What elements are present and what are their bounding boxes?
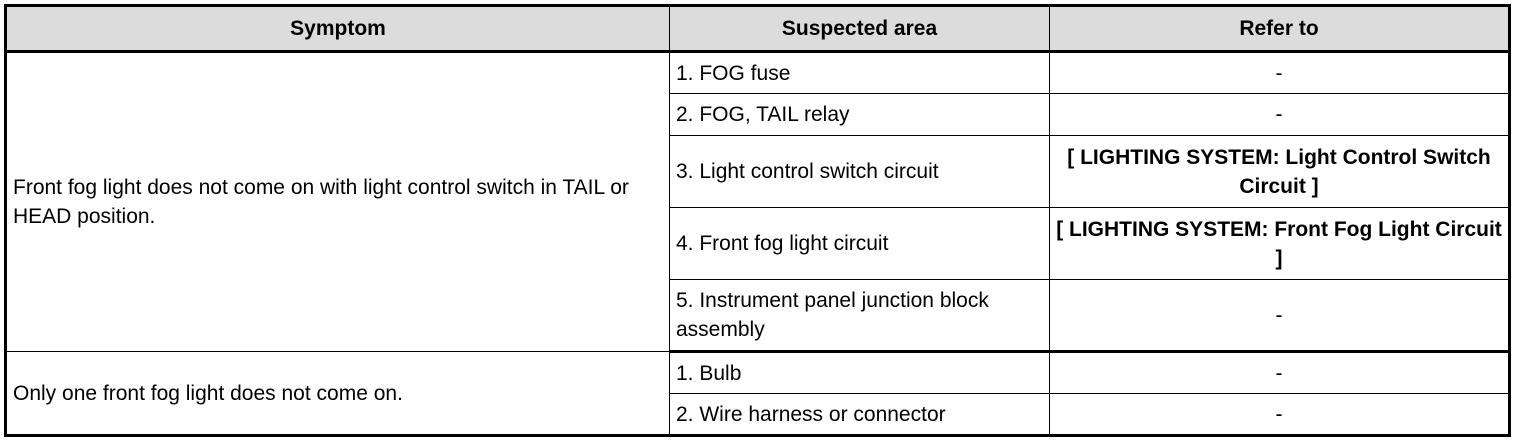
table-row: 4. Front fog light circuit [ LIGHTING SY… bbox=[6, 207, 1510, 280]
table-row: 2. Wire harness or connector - bbox=[6, 393, 1510, 436]
table-row: 5. Instrument panel junction block assem… bbox=[6, 279, 1510, 353]
suspected-area-cell: 1. Bulb bbox=[669, 351, 1050, 394]
symptom-cell: Front fog light does not come on with li… bbox=[5, 51, 670, 352]
refer-to-cell: - bbox=[1049, 51, 1510, 94]
suspected-area-cell: 2. Wire harness or connector bbox=[669, 393, 1050, 436]
symptom-cell: Only one front fog light does not come o… bbox=[5, 351, 670, 436]
suspected-area-cell: 2. FOG, TAIL relay bbox=[669, 93, 1050, 136]
suspected-area-cell: 5. Instrument panel junction block assem… bbox=[669, 279, 1050, 353]
refer-to-cell: - bbox=[1049, 279, 1510, 353]
header-symptom: Symptom bbox=[5, 5, 670, 53]
suspected-area-cell: 4. Front fog light circuit bbox=[669, 207, 1050, 280]
header-refer-to: Refer to bbox=[1049, 5, 1510, 53]
diagnosis-table: Symptom Suspected area Refer to Front fo… bbox=[4, 4, 1511, 437]
table-row: Only one front fog light does not come o… bbox=[5, 351, 1510, 436]
header-row: Symptom Suspected area Refer to bbox=[5, 5, 1510, 53]
table-row: 2. FOG, TAIL relay - bbox=[6, 93, 1510, 136]
refer-to-cell: - bbox=[1049, 351, 1510, 394]
refer-to-cell: - bbox=[1049, 393, 1510, 436]
refer-to-link[interactable]: [ LIGHTING SYSTEM: Front Fog Light Circu… bbox=[1049, 207, 1510, 280]
refer-to-link[interactable]: [ LIGHTING SYSTEM: Light Control Switch … bbox=[1049, 135, 1510, 208]
header-suspected-area: Suspected area bbox=[669, 5, 1050, 53]
suspected-area-cell: 1. FOG fuse bbox=[669, 51, 1050, 94]
suspected-area-cell: 3. Light control switch circuit bbox=[669, 135, 1050, 208]
table-row: Front fog light does not come on with li… bbox=[5, 51, 1510, 352]
refer-to-cell: - bbox=[1049, 93, 1510, 136]
